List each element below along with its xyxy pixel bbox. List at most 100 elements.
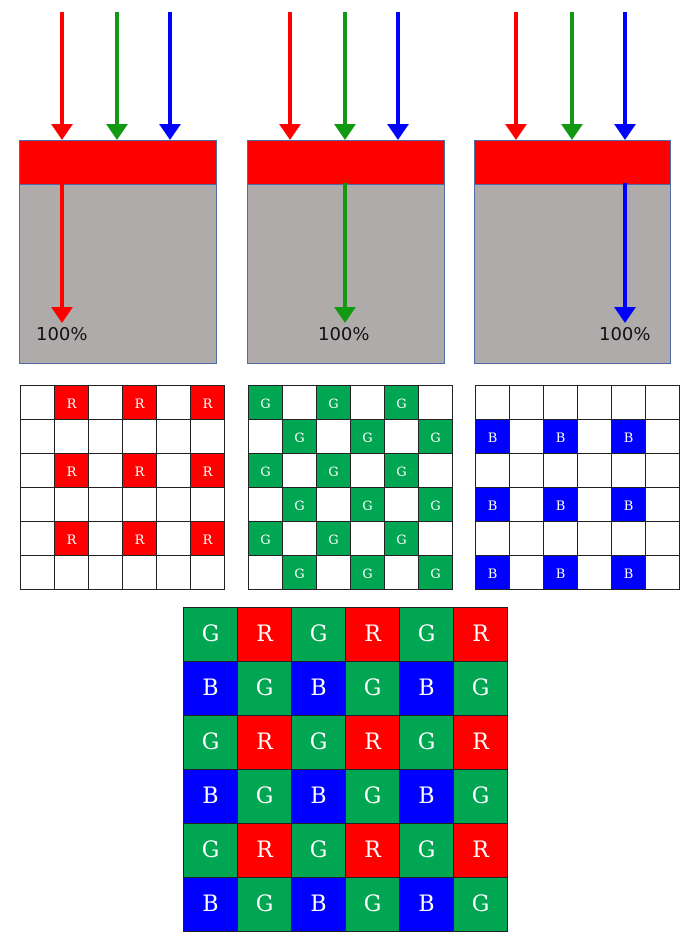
filter-cell-b: B	[476, 488, 509, 521]
filter-cell-b: B	[612, 420, 645, 453]
filter-cell-g: G	[419, 488, 452, 521]
empty-cell	[646, 420, 679, 453]
filter-cell-g: G	[249, 522, 282, 555]
filter-cell-g: G	[249, 386, 282, 419]
empty-cell	[21, 454, 54, 487]
empty-cell	[476, 522, 509, 555]
empty-cell	[21, 488, 54, 521]
bayer-cell-r: R	[454, 824, 507, 877]
empty-cell	[544, 522, 577, 555]
empty-cell	[419, 522, 452, 555]
filter-cell-g: G	[351, 420, 384, 453]
incoming-red-arrow-icon	[51, 12, 73, 140]
transmission-percent-label: 100%	[36, 324, 88, 345]
empty-cell	[157, 488, 190, 521]
empty-cell	[317, 420, 350, 453]
filter-cell-g: G	[317, 386, 350, 419]
empty-cell	[351, 386, 384, 419]
empty-cell	[89, 556, 122, 589]
incoming-blue-arrow-icon	[614, 12, 636, 140]
filter-cell-r: R	[191, 386, 224, 419]
transmission-percent-label: 100%	[318, 324, 370, 345]
empty-cell	[578, 522, 611, 555]
empty-cell	[89, 386, 122, 419]
filter-cell-r: R	[123, 522, 156, 555]
empty-cell	[191, 488, 224, 521]
filter-cell-g: G	[419, 556, 452, 589]
bayer-cell-g: G	[454, 878, 507, 931]
filter-cell-g: G	[419, 420, 452, 453]
filter-cell-g: G	[317, 454, 350, 487]
empty-cell	[191, 556, 224, 589]
bayer-cell-r: R	[454, 608, 507, 661]
incoming-red-arrow-icon	[279, 12, 301, 140]
transmitted-red-arrow-icon	[51, 183, 73, 323]
incoming-red-arrow-icon	[505, 12, 527, 140]
transmission-percent-label: 100%	[599, 324, 651, 345]
empty-cell	[157, 522, 190, 555]
incoming-green-arrow-icon	[106, 12, 128, 140]
color-filter-band	[248, 141, 444, 185]
empty-cell	[89, 454, 122, 487]
empty-cell	[123, 420, 156, 453]
bayer-cell-g: G	[346, 662, 399, 715]
bayer-cell-g: G	[346, 878, 399, 931]
filter-cell-g: G	[351, 488, 384, 521]
filter-cell-g: G	[249, 454, 282, 487]
empty-cell	[646, 522, 679, 555]
empty-cell	[578, 420, 611, 453]
empty-cell	[510, 454, 543, 487]
empty-cell	[249, 420, 282, 453]
sensor-box-blue-filter	[474, 140, 671, 364]
bayer-cell-g: G	[238, 770, 291, 823]
filter-cell-b: B	[476, 556, 509, 589]
filter-cell-b: B	[544, 556, 577, 589]
empty-cell	[351, 522, 384, 555]
bayer-cell-g: G	[238, 878, 291, 931]
empty-cell	[612, 386, 645, 419]
empty-cell	[419, 386, 452, 419]
empty-cell	[21, 420, 54, 453]
empty-cell	[646, 556, 679, 589]
empty-cell	[351, 454, 384, 487]
filter-cell-g: G	[283, 556, 316, 589]
bayer-cell-r: R	[346, 824, 399, 877]
filter-cell-b: B	[544, 420, 577, 453]
filter-cell-g: G	[351, 556, 384, 589]
filter-cell-r: R	[55, 454, 88, 487]
filter-cell-g: G	[385, 454, 418, 487]
filter-cell-g: G	[283, 420, 316, 453]
empty-cell	[578, 488, 611, 521]
empty-cell	[385, 420, 418, 453]
bayer-cell-b: B	[400, 662, 453, 715]
empty-cell	[544, 454, 577, 487]
bayer-cell-g: G	[454, 770, 507, 823]
bayer-cell-r: R	[346, 608, 399, 661]
bayer-cell-r: R	[346, 716, 399, 769]
empty-cell	[510, 522, 543, 555]
filter-cell-r: R	[191, 522, 224, 555]
empty-cell	[612, 454, 645, 487]
transmitted-blue-arrow-icon	[614, 183, 636, 323]
empty-cell	[157, 386, 190, 419]
bayer-cell-b: B	[400, 878, 453, 931]
bayer-cell-r: R	[454, 716, 507, 769]
bayer-cell-g: G	[184, 716, 237, 769]
empty-cell	[510, 386, 543, 419]
bayer-cell-g: G	[346, 770, 399, 823]
empty-cell	[123, 488, 156, 521]
bayer-cell-g: G	[292, 608, 345, 661]
filter-cell-b: B	[612, 488, 645, 521]
empty-cell	[283, 386, 316, 419]
empty-cell	[55, 420, 88, 453]
empty-cell	[157, 556, 190, 589]
empty-cell	[157, 420, 190, 453]
empty-cell	[544, 386, 577, 419]
filter-cell-g: G	[283, 488, 316, 521]
filter-cell-b: B	[544, 488, 577, 521]
empty-cell	[157, 454, 190, 487]
filter-cell-g: G	[317, 522, 350, 555]
bayer-cell-g: G	[292, 716, 345, 769]
empty-cell	[317, 488, 350, 521]
